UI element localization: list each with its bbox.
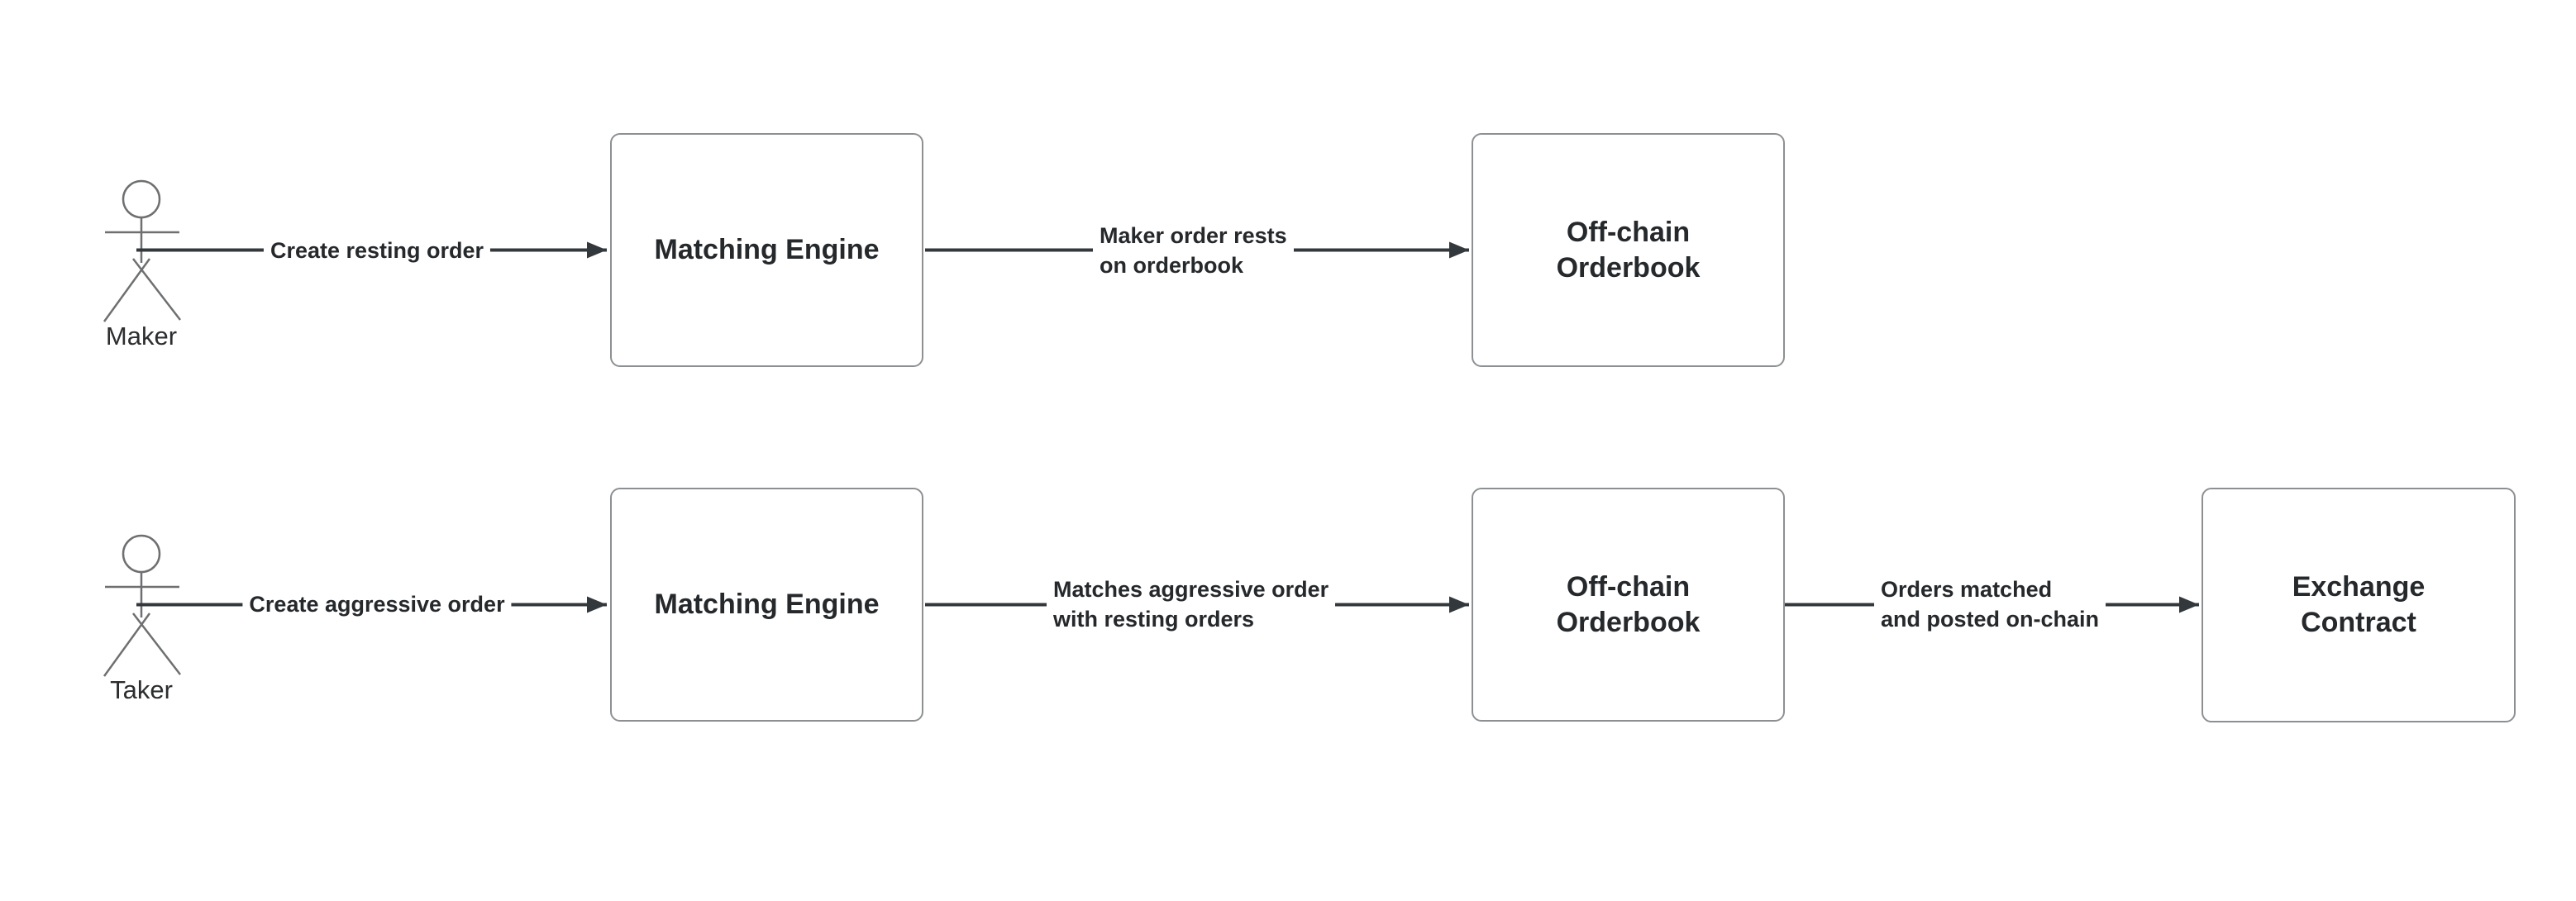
edge-label-create-resting-order: Create resting order — [263, 234, 491, 267]
actor-label-taker: Taker — [110, 675, 173, 704]
actor-maker-leg-left — [103, 258, 151, 322]
actor-taker-leg-left — [103, 613, 151, 677]
actor-maker-head — [122, 179, 161, 219]
actor-maker-figure — [103, 179, 181, 322]
node-offchain-orderbook-row2: Off-chain Orderbook — [1472, 488, 1785, 722]
edge-label-orders-matched-posted: Orders matched and posted on-chain — [1874, 573, 2106, 636]
actor-label-maker: Maker — [105, 322, 178, 350]
edge-label-create-aggressive-order: Create aggressive order — [242, 588, 512, 621]
edge-label-matches-aggressive-order: Matches aggressive order with resting or… — [1047, 573, 1336, 636]
edge-label-maker-order-rests: Maker order rests on orderbook — [1093, 219, 1294, 282]
actor-taker-leg-right — [132, 613, 181, 675]
node-matching-engine-row2: Matching Engine — [610, 488, 923, 722]
actor-taker-head — [122, 534, 161, 574]
actor-taker-figure — [103, 534, 181, 677]
node-matching-engine-row1: Matching Engine — [610, 133, 923, 367]
node-exchange-contract: Exchange Contract — [2202, 488, 2516, 722]
node-offchain-orderbook-row1: Off-chain Orderbook — [1472, 133, 1785, 367]
actor-maker-leg-right — [132, 258, 181, 321]
